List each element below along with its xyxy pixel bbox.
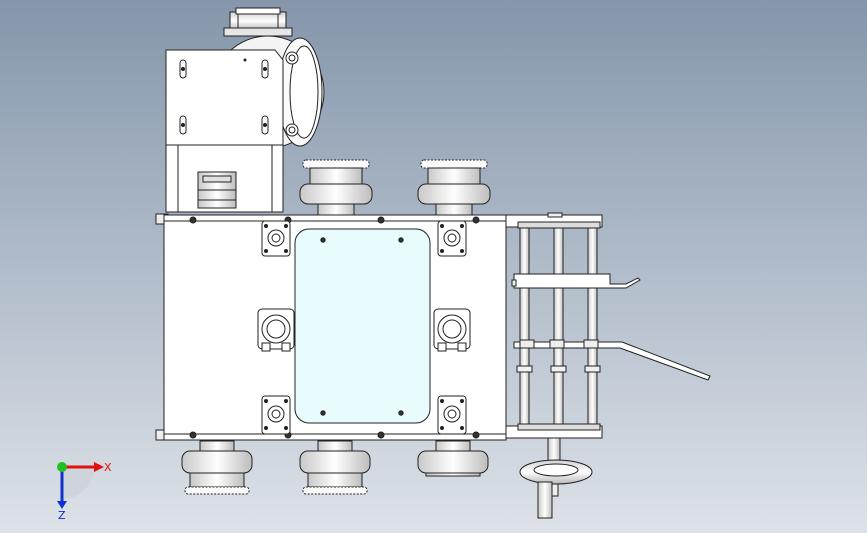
inspection-window	[294, 228, 431, 424]
bottom-sprocket-1[interactable]	[181, 440, 253, 495]
orientation-triad: X Z	[57, 461, 112, 522]
bearing-flange	[437, 395, 467, 435]
x-axis-label: X	[104, 461, 112, 474]
guide-rod	[553, 227, 564, 425]
bottom-sprocket-3[interactable]	[417, 440, 489, 477]
z-axis-arrow	[57, 501, 67, 509]
housing-screw	[189, 431, 197, 439]
tension-frame[interactable]	[505, 212, 711, 519]
bottom-sprocket-2[interactable]	[299, 440, 371, 495]
triad-shadow	[62, 467, 94, 499]
motor-gearbox[interactable]	[165, 7, 325, 213]
gearbox-bracket	[165, 49, 284, 213]
upper-bracket	[513, 273, 641, 289]
bearing-flange	[261, 220, 291, 257]
guide-rod	[519, 227, 530, 425]
y-axis-dot	[57, 462, 67, 472]
lower-bracket	[513, 341, 711, 381]
housing-screw	[189, 216, 197, 224]
main-housing[interactable]	[155, 213, 507, 441]
z-axis-label: Z	[58, 509, 66, 522]
housing-screw	[377, 216, 385, 224]
housing-screw	[472, 431, 480, 439]
top-sprocket-2[interactable]	[417, 159, 491, 216]
bearing-flange	[261, 395, 291, 435]
shaft-clamp	[257, 308, 295, 352]
bearing-flange	[437, 220, 467, 257]
top-sprocket-1[interactable]	[299, 159, 373, 216]
x-axis-arrow	[94, 462, 104, 472]
guide-rod	[587, 227, 598, 425]
housing-screw	[377, 431, 385, 439]
shaft-clamp	[433, 308, 471, 352]
housing-screw	[472, 216, 480, 224]
